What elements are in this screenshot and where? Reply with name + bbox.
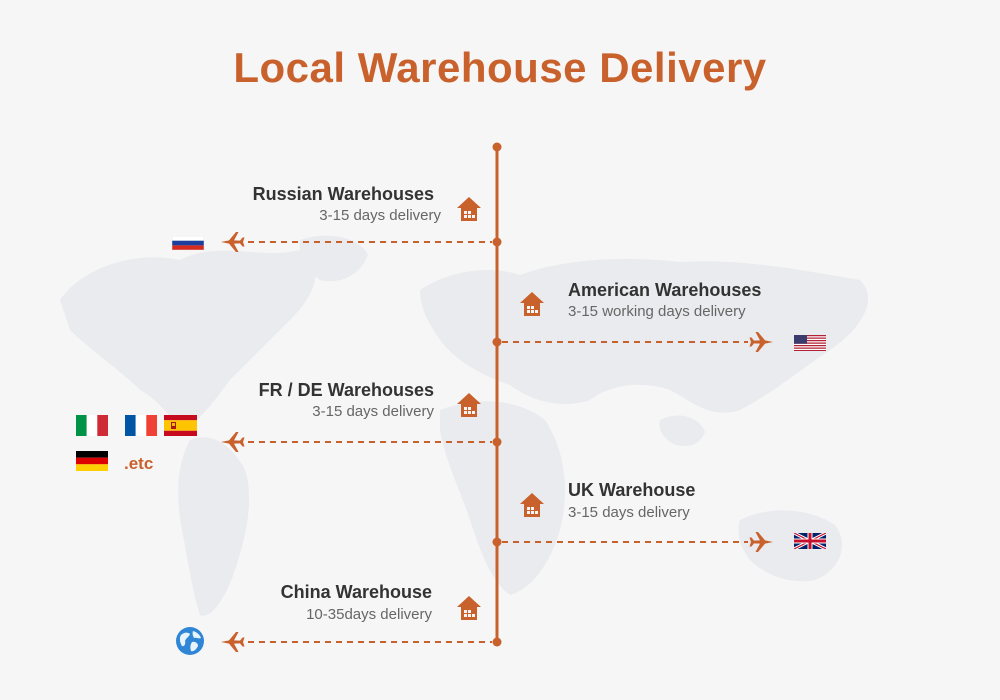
warehouse-delivery-uk: 3-15 days delivery (568, 504, 690, 521)
warehouse-icon (457, 197, 481, 221)
page-title: Local Warehouse Delivery (233, 44, 767, 91)
warehouse-delivery-europe: 3-15 days delivery (312, 403, 434, 420)
france-flag (125, 415, 157, 436)
airplane-icon (221, 432, 245, 452)
airplane-icon (221, 632, 245, 652)
italy-flag (76, 415, 108, 436)
timeline-nodes (492, 237, 502, 647)
globe-icon (176, 627, 204, 655)
warehouse-icon (520, 493, 544, 517)
warehouse-title-usa: American Warehouses (568, 280, 762, 300)
warehouse-title-china: China Warehouse (280, 582, 432, 602)
spain-flag (164, 415, 197, 436)
timeline-node (492, 142, 502, 152)
russia-flag (172, 236, 204, 250)
airplane-icon (749, 332, 773, 352)
warehouse-delivery-usa: 3-15 working days delivery (568, 303, 746, 320)
warehouse-title-europe: FR / DE Warehouses (258, 380, 434, 400)
warehouse-icon (457, 393, 481, 417)
airplane-icon (749, 532, 773, 552)
warehouse-icon (457, 596, 481, 620)
warehouse-delivery-russia: 3-15 days delivery (319, 207, 441, 224)
etc-label: .etc (124, 454, 154, 473)
warehouse-icon (520, 292, 544, 316)
germany-flag (76, 451, 108, 471)
uk-flag (794, 533, 826, 549)
warehouse-delivery-china: 10-35days delivery (306, 606, 432, 623)
airplane-icon (221, 232, 245, 252)
warehouse-title-russia: Russian Warehouses (252, 184, 434, 204)
usa-flag (794, 335, 826, 351)
warehouse-title-uk: UK Warehouse (568, 480, 696, 500)
